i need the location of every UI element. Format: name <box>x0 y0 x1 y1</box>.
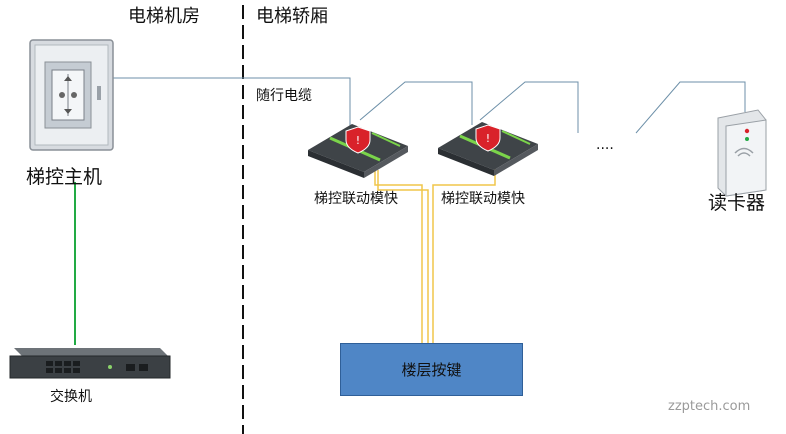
trailing-cable <box>112 77 351 127</box>
svg-text:!: ! <box>356 134 360 147</box>
reader-link <box>635 81 746 134</box>
signal-line-3 <box>432 168 496 343</box>
card-reader-icon <box>717 109 767 197</box>
linkage-module-1-icon: ! <box>308 124 408 178</box>
floor-buttons-label: 楼层按键 <box>401 361 462 379</box>
reader-label: 读卡器 <box>708 192 766 214</box>
svg-text:!: ! <box>486 132 490 145</box>
zone-label-machine-room: 电梯机房 <box>128 6 200 27</box>
zone-label-car: 电梯轿厢 <box>256 6 328 27</box>
ellipsis-label: .... <box>596 137 614 153</box>
module-2-link <box>479 81 579 133</box>
module-1-link <box>359 81 473 125</box>
module-1-label: 梯控联动模快 <box>314 191 398 207</box>
controller-label: 梯控主机 <box>26 166 103 188</box>
signal-line-1 <box>374 170 423 343</box>
module-2-label: 梯控联动模快 <box>441 191 525 207</box>
signal-line-2 <box>377 170 429 343</box>
network-switch-icon <box>9 348 171 379</box>
linkage-module-2-icon: ! <box>438 122 538 176</box>
watermark: zzptech.com <box>668 399 751 414</box>
switch-label: 交换机 <box>50 389 92 405</box>
cable-label: 随行电缆 <box>256 88 312 104</box>
floor-buttons-box: 楼层按键 <box>340 343 523 396</box>
controller-cabinet-icon <box>29 39 114 151</box>
